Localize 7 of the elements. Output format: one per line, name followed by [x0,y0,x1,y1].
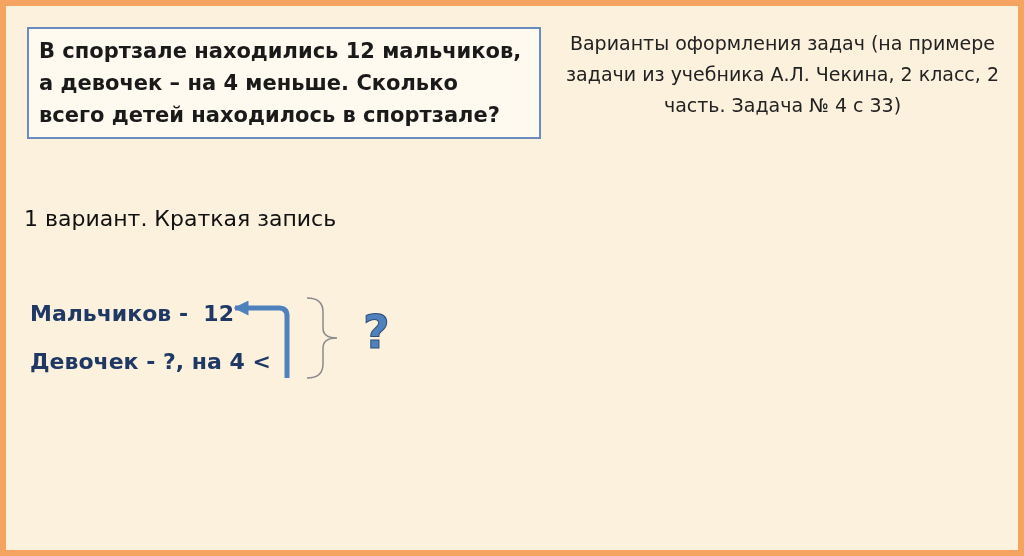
record-line: Мальчиков - 12 [30,298,234,330]
arrow [233,300,290,378]
question-mark: ? [363,305,390,359]
subheading: 1 вариант. Краткая запись [24,206,337,231]
record-line: Девочек - ?, на 4 < [30,346,271,378]
problem-box: В спортзале находились 12 мальчиков, а девочек – на 4 меньше. Сколько всего детей находилось в спортзале? [27,27,541,139]
heading: Варианты оформления задач (на примере задачи из учебника А.Л. Чекина, 2 класс, 2 часть. Задача № 4 с 33) [565,31,1000,118]
